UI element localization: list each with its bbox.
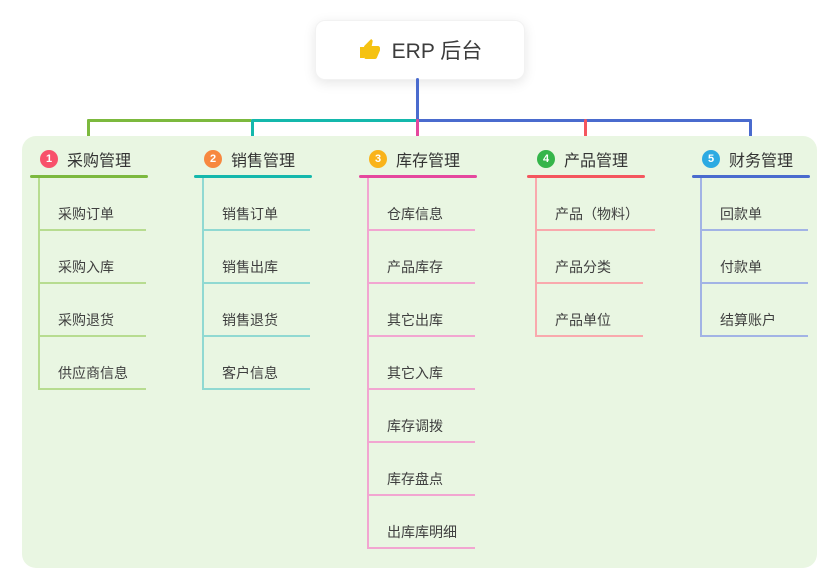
branch-title: 库存管理 [396, 153, 461, 170]
branch-drop-line [250, 119, 254, 150]
branch-column: 2 销售管理销售订单销售出库销售退货客户信息 [194, 148, 312, 390]
branch-header[interactable]: 4 产品管理 [527, 148, 655, 170]
node-item[interactable]: 销售出库 [204, 231, 310, 284]
branch-title: 采购管理 [67, 153, 132, 170]
node-item[interactable]: 产品（物料） [537, 178, 655, 231]
node-item[interactable]: 库存调拨 [369, 390, 475, 443]
root-title: ERP 后台 [391, 40, 483, 63]
branch-title: 销售管理 [231, 153, 296, 170]
branch-drop-line [86, 119, 90, 150]
node-item[interactable]: 产品分类 [537, 231, 643, 284]
branch-column: 3 库存管理仓库信息产品库存其它出库其它入库库存调拨库存盘点出库库明细 [359, 148, 477, 549]
branch-drop-line [748, 119, 752, 150]
root-connector-line [415, 78, 419, 122]
node-item[interactable]: 出库库明细 [369, 496, 475, 549]
node-item[interactable]: 产品单位 [537, 284, 643, 337]
connector-bus-segment [252, 119, 417, 122]
branch-item-list: 采购订单采购入库采购退货供应商信息 [38, 178, 146, 390]
branch-number-badge: 4 [537, 150, 555, 168]
node-item[interactable]: 付款单 [702, 231, 808, 284]
branch-item-list: 销售订单销售出库销售退货客户信息 [202, 178, 310, 390]
branch-header[interactable]: 2 销售管理 [194, 148, 312, 170]
node-item[interactable]: 供应商信息 [40, 337, 146, 390]
branch-underline [527, 175, 645, 178]
node-item[interactable]: 产品库存 [369, 231, 475, 284]
branch-number-badge: 1 [40, 150, 58, 168]
branch-title: 产品管理 [564, 153, 629, 170]
branch-underline [692, 175, 810, 178]
branch-title: 财务管理 [729, 153, 794, 170]
node-item[interactable]: 销售订单 [204, 178, 310, 231]
thumbs-up-icon [359, 39, 380, 59]
branch-item-list: 仓库信息产品库存其它出库其它入库库存调拨库存盘点出库库明细 [367, 178, 475, 549]
node-item[interactable]: 回款单 [702, 178, 808, 231]
root-node[interactable]: ERP 后台 [315, 20, 525, 80]
branch-number-badge: 2 [204, 150, 222, 168]
branches-panel [22, 136, 817, 568]
branch-column: 5 财务管理回款单付款单结算账户 [692, 148, 810, 337]
node-item[interactable]: 其它出库 [369, 284, 475, 337]
branch-header[interactable]: 5 财务管理 [692, 148, 810, 170]
node-item[interactable]: 采购订单 [40, 178, 146, 231]
branch-header[interactable]: 1 采购管理 [30, 148, 148, 170]
node-item[interactable]: 采购退货 [40, 284, 146, 337]
branch-underline [359, 175, 477, 178]
branch-number-badge: 3 [369, 150, 387, 168]
branch-item-list: 产品（物料）产品分类产品单位 [535, 178, 655, 337]
node-item[interactable]: 客户信息 [204, 337, 310, 390]
node-item[interactable]: 采购入库 [40, 231, 146, 284]
node-item[interactable]: 结算账户 [702, 284, 808, 337]
branch-underline [30, 175, 148, 178]
node-item[interactable]: 库存盘点 [369, 443, 475, 496]
branch-header[interactable]: 3 库存管理 [359, 148, 477, 170]
branch-column: 4 产品管理产品（物料）产品分类产品单位 [527, 148, 655, 337]
branch-drop-line [415, 119, 419, 150]
branch-drop-line [583, 119, 587, 150]
branch-number-badge: 5 [702, 150, 720, 168]
branch-underline [194, 175, 312, 178]
node-item[interactable]: 其它入库 [369, 337, 475, 390]
branch-column: 1 采购管理采购订单采购入库采购退货供应商信息 [30, 148, 148, 390]
connector-bus-segment [86, 119, 252, 122]
branch-item-list: 回款单付款单结算账户 [700, 178, 808, 337]
node-item[interactable]: 销售退货 [204, 284, 310, 337]
node-item[interactable]: 仓库信息 [369, 178, 475, 231]
